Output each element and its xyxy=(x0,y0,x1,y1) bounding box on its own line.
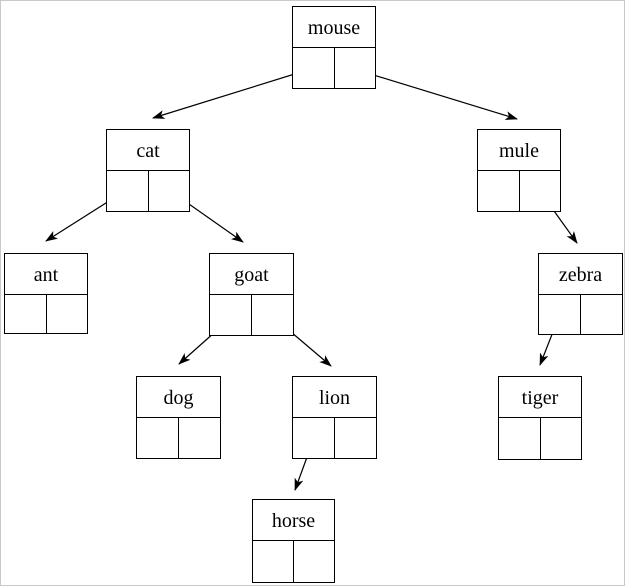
node-pointer-cells-goat xyxy=(210,295,293,335)
right-pointer-cell-lion xyxy=(335,418,376,458)
tree-node-lion: lion xyxy=(292,376,377,459)
edge-mouse-left-to-cat xyxy=(152,67,315,119)
tree-node-horse: horse xyxy=(252,499,335,583)
right-pointer-cell-ant xyxy=(47,295,88,333)
tree-node-goat: goat xyxy=(209,253,294,336)
left-pointer-cell-cat xyxy=(107,171,149,211)
node-pointer-cells-tiger xyxy=(499,418,581,459)
right-pointer-cell-tiger xyxy=(541,418,582,459)
left-pointer-cell-ant xyxy=(5,295,47,333)
left-pointer-cell-goat xyxy=(210,295,252,335)
node-label-goat: goat xyxy=(210,254,293,295)
node-pointer-cells-ant xyxy=(5,295,87,333)
node-pointer-cells-dog xyxy=(137,418,220,458)
right-pointer-cell-goat xyxy=(252,295,293,335)
left-pointer-cell-mule xyxy=(478,171,520,211)
left-pointer-cell-lion xyxy=(293,418,335,458)
left-pointer-cell-horse xyxy=(253,541,294,582)
left-pointer-cell-zebra xyxy=(539,295,581,334)
node-label-dog: dog xyxy=(137,377,220,418)
edge-mouse-right-to-mule xyxy=(353,68,518,120)
node-label-lion: lion xyxy=(293,377,376,418)
right-pointer-cell-cat xyxy=(149,171,190,211)
node-label-ant: ant xyxy=(5,254,87,295)
node-label-tiger: tiger xyxy=(499,377,581,418)
node-label-mouse: mouse xyxy=(293,7,375,48)
right-pointer-cell-dog xyxy=(179,418,220,458)
node-pointer-cells-mule xyxy=(478,171,560,211)
tree-node-mouse: mouse xyxy=(292,6,376,89)
node-pointer-cells-lion xyxy=(293,418,376,458)
left-pointer-cell-mouse xyxy=(293,48,335,88)
right-pointer-cell-horse xyxy=(294,541,334,582)
node-pointer-cells-cat xyxy=(107,171,189,211)
node-label-cat: cat xyxy=(107,130,189,171)
right-pointer-cell-mouse xyxy=(335,48,376,88)
right-pointer-cell-zebra xyxy=(581,295,622,334)
tree-node-mule: mule xyxy=(477,129,561,212)
tree-node-cat: cat xyxy=(106,129,190,212)
right-pointer-cell-mule xyxy=(520,171,561,211)
node-pointer-cells-zebra xyxy=(539,295,622,334)
left-pointer-cell-tiger xyxy=(499,418,541,459)
node-label-mule: mule xyxy=(478,130,560,171)
left-pointer-cell-dog xyxy=(137,418,179,458)
tree-node-zebra: zebra xyxy=(538,253,623,335)
node-label-zebra: zebra xyxy=(539,254,622,295)
tree-node-dog: dog xyxy=(136,376,221,459)
node-pointer-cells-mouse xyxy=(293,48,375,88)
node-label-horse: horse xyxy=(253,500,334,541)
tree-node-ant: ant xyxy=(4,253,88,334)
node-pointer-cells-horse xyxy=(253,541,334,582)
tree-node-tiger: tiger xyxy=(498,376,582,460)
